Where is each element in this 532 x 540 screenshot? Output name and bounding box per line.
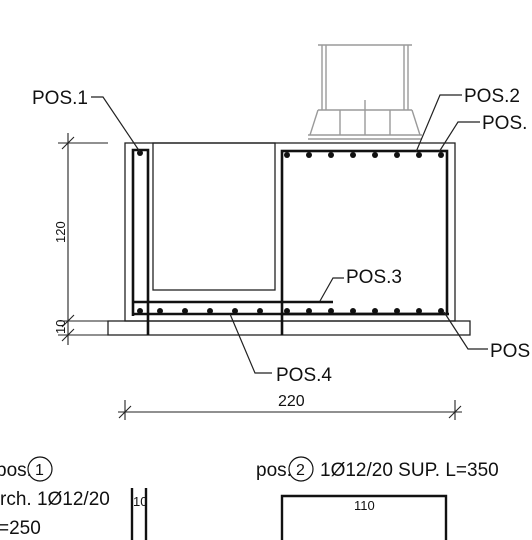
- dim-base-label: 10: [53, 320, 68, 334]
- pos2-prefix: pos.: [256, 460, 292, 481]
- pos2-circle: [288, 456, 314, 482]
- leader-lines: [91, 94, 488, 374]
- pos1-line1: rch. 1Ø12/20: [0, 489, 110, 510]
- rebar-lines: [131, 148, 449, 335]
- pos1-line2: =250: [0, 518, 41, 539]
- rebar-dots: [137, 150, 444, 314]
- label-pos4: POS.4: [276, 365, 332, 386]
- dimension-lines: [58, 133, 462, 420]
- pos1-prefix: pos.: [0, 460, 32, 481]
- label-pos2: POS.2: [464, 86, 520, 107]
- label-pos1: POS.1: [32, 88, 88, 109]
- pos1-dim: 10: [133, 494, 147, 509]
- label-pos3: POS.3: [346, 267, 402, 288]
- schedule-pos1: pos. 1 rch. 1Ø12/20 =250 10: [0, 456, 147, 540]
- dim-width-label: 220: [278, 393, 305, 410]
- schedule-pos2: pos. 2 1Ø12/20 SUP. L=350 110: [256, 456, 499, 540]
- steel-column: [308, 44, 422, 140]
- label-pos5: POS: [490, 341, 530, 362]
- pos2-desc: 1Ø12/20 SUP. L=350: [320, 460, 499, 481]
- pos2-dim: 110: [354, 498, 375, 513]
- label-pos2b: POS.: [482, 113, 527, 134]
- pos2-num: 2: [296, 462, 305, 479]
- pos1-num: 1: [35, 462, 44, 479]
- dim-height-label: 120: [53, 221, 68, 243]
- pos1-circle: [27, 456, 53, 482]
- foundation-outline: [107, 142, 471, 336]
